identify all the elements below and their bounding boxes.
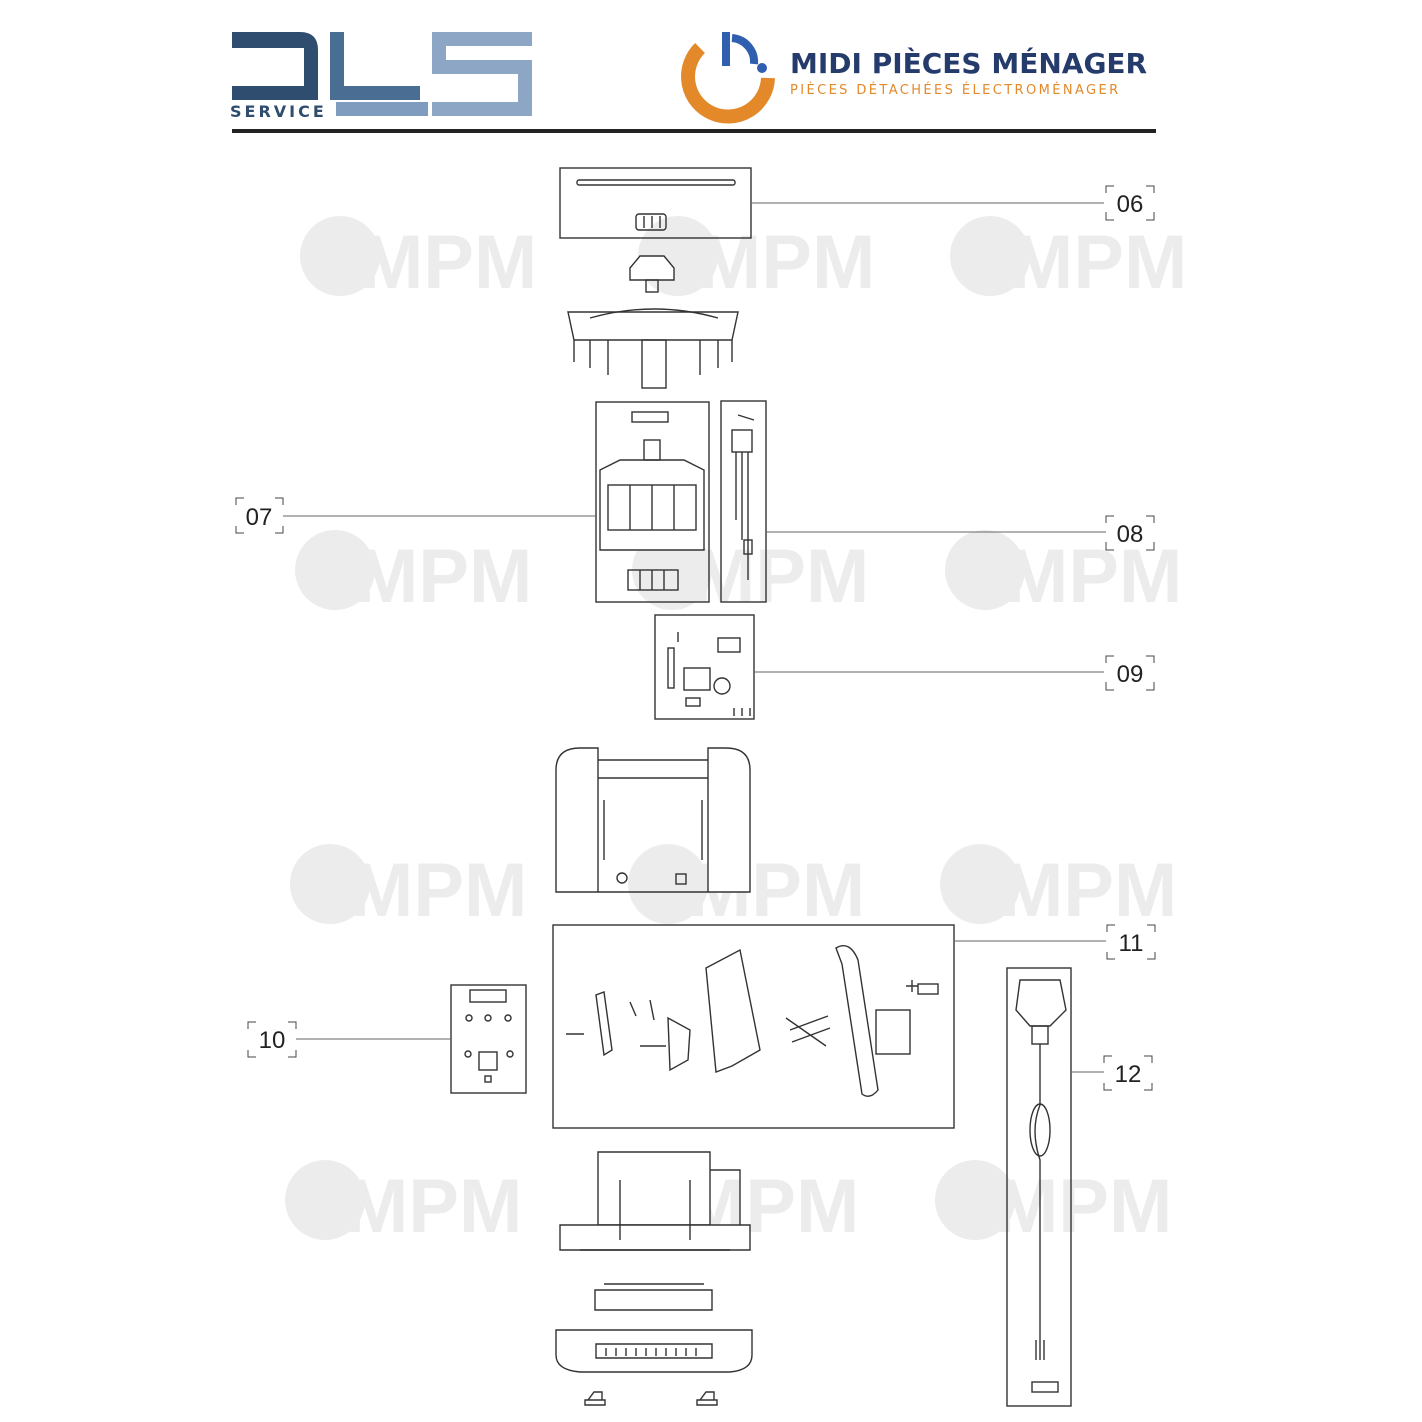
svg-text:MPM: MPM — [1010, 220, 1187, 305]
main-body-drawing — [555, 747, 751, 893]
part-07-drawing — [595, 401, 710, 603]
svg-text:MPM: MPM — [355, 534, 532, 619]
spacer-plate-drawing — [594, 1283, 713, 1311]
svg-text:MPM: MPM — [698, 220, 875, 305]
svg-text:MPM: MPM — [1005, 534, 1182, 619]
svg-text:MPM: MPM — [350, 848, 527, 933]
mpm-watermark: MPM — [945, 530, 1182, 619]
part-11-drawing — [552, 924, 955, 1129]
mpm-watermark: MPM — [638, 216, 875, 305]
svg-text:MPM: MPM — [995, 1164, 1172, 1249]
callout-08-label: 08 — [1117, 521, 1144, 548]
callout-09: 09 — [1105, 655, 1155, 691]
callout-11-label: 11 — [1119, 930, 1144, 957]
mpm-logo: MIDI PIÈCES MÉNAGER PIÈCES DÉTACHÉES ÉLE… — [681, 32, 1147, 124]
callout-07-label: 07 — [246, 504, 273, 531]
callout-10-label: 10 — [259, 1027, 286, 1054]
callout-07: 07 — [235, 497, 284, 534]
callout-12: 12 — [1103, 1055, 1153, 1091]
top-housing-drawing — [567, 308, 739, 389]
header-rule — [232, 129, 1156, 133]
part-12-drawing — [1006, 967, 1072, 1407]
mpm-watermark: MPM — [950, 216, 1187, 305]
base-frame-drawing — [559, 1151, 751, 1251]
mpm-logo-subtitle: PIÈCES DÉTACHÉES ÉLECTROMÉNAGER — [790, 82, 1121, 98]
svg-text:MPM: MPM — [1000, 848, 1177, 933]
mpm-watermark: MPM — [300, 216, 537, 305]
svg-text:MPM: MPM — [360, 220, 537, 305]
dls-service-logo: SERVICE — [230, 32, 532, 121]
callout-11: 11 — [1106, 924, 1156, 960]
svg-text:MPM: MPM — [345, 1164, 522, 1249]
mpm-ring-icon — [681, 43, 775, 124]
callout-12-label: 12 — [1115, 1061, 1142, 1088]
mpm-watermark: MPM — [935, 1160, 1172, 1249]
mpm-logo-title: MIDI PIÈCES MÉNAGER — [790, 46, 1147, 80]
svg-text:MPM: MPM — [692, 534, 869, 619]
callout-06: 06 — [1105, 185, 1155, 221]
leader-lines — [283, 202, 1106, 1073]
drive-coupler-drawing — [629, 255, 675, 293]
callout-06-label: 06 — [1117, 191, 1144, 218]
watermarks: MPM MPM MPM MPM MPM MPM MPM MPM MPM MPM — [285, 216, 1187, 1249]
callout-09-label: 09 — [1117, 661, 1144, 688]
mpm-watermark: MPM — [290, 844, 527, 933]
callout-08: 08 — [1105, 515, 1155, 551]
part-08-drawing — [720, 400, 767, 603]
dls-logo-sub: SERVICE — [230, 102, 327, 121]
mpm-watermark: MPM — [295, 530, 532, 619]
part-10-drawing — [450, 984, 527, 1094]
callout-10: 10 — [247, 1021, 297, 1058]
feet-drawing — [584, 1391, 718, 1406]
mpm-watermark: MPM — [285, 1160, 522, 1249]
part-09-drawing — [654, 614, 755, 720]
mpm-watermark: MPM — [940, 844, 1177, 933]
base-cover-drawing — [555, 1329, 753, 1373]
